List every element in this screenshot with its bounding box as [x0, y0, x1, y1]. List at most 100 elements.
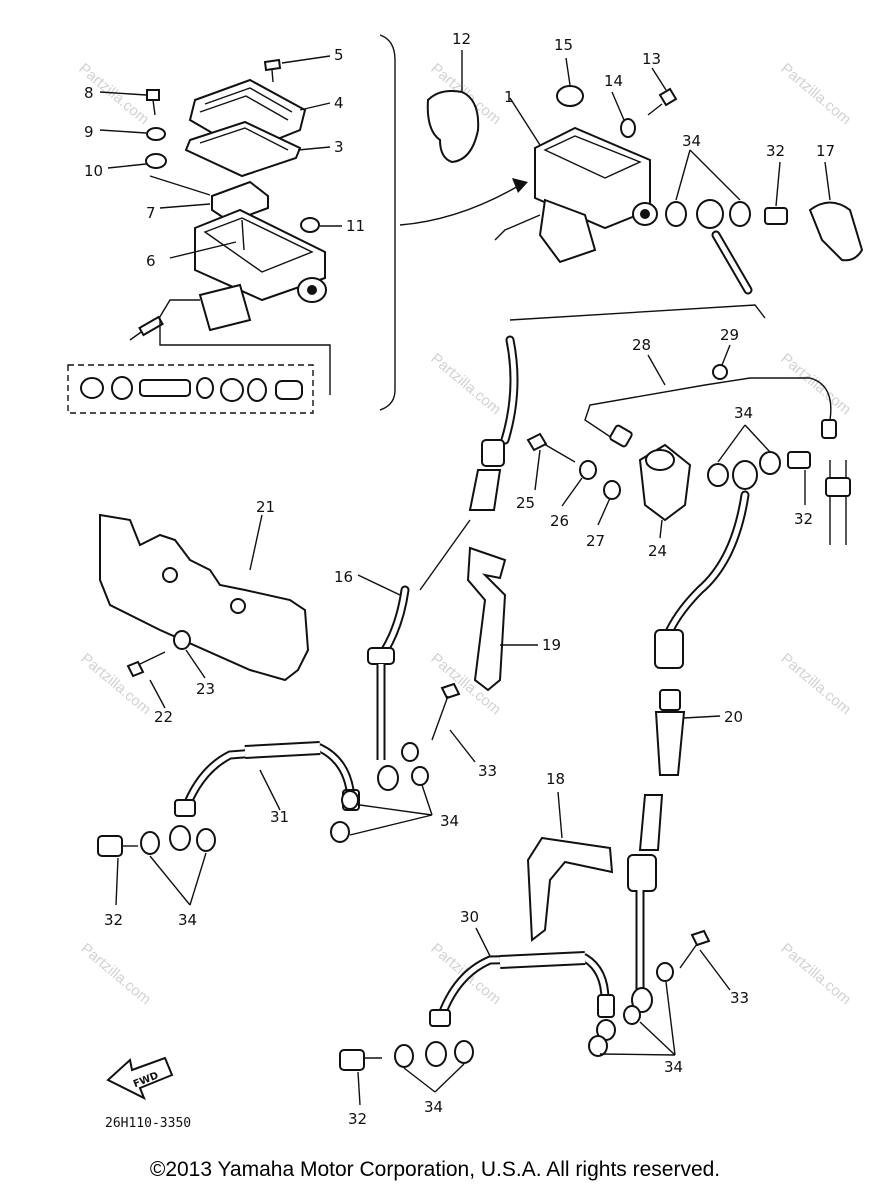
- label-32d: 32: [348, 1110, 367, 1128]
- bolt-8-shank: [152, 99, 156, 116]
- label-32c: 32: [104, 911, 123, 929]
- label-5: 5: [334, 46, 344, 64]
- label-8: 8: [84, 84, 94, 102]
- leader-33b: [699, 949, 731, 991]
- label-21: 21: [256, 498, 275, 516]
- leader-33a: [449, 729, 476, 763]
- label-11: 11: [346, 217, 365, 235]
- watermark: Partzilla.com: [777, 650, 854, 718]
- label-17: 17: [816, 142, 835, 160]
- leader-20: [683, 715, 721, 719]
- leader-25: [534, 449, 541, 491]
- watermark: Partzilla.com: [77, 650, 154, 718]
- leader-32a: [775, 161, 781, 207]
- label-34a: 34: [682, 132, 701, 150]
- leader-27: [597, 497, 611, 526]
- label-33a: 33: [478, 762, 497, 780]
- boot-17: [808, 201, 864, 262]
- label-1: 1: [504, 88, 514, 106]
- piston-rod-6: [241, 219, 245, 251]
- label-4: 4: [334, 94, 344, 112]
- leader-15: [565, 57, 571, 86]
- bracket-18: [526, 791, 614, 942]
- ring-11: [300, 217, 320, 233]
- leader-1: [509, 97, 541, 146]
- leader-17: [824, 161, 831, 201]
- bolt-13-shank: [647, 103, 663, 116]
- washer-10: [145, 153, 167, 169]
- switch-connector: [138, 315, 164, 337]
- bolt-13: [658, 87, 678, 107]
- washers-34-left: [330, 682, 476, 843]
- label-18: 18: [546, 770, 565, 788]
- fwd-arrow-icon: FWD: [106, 1056, 174, 1101]
- part-labels: 5 4 3 8 9 10 7 6 11 12 1 15 14 13 34 32 …: [84, 30, 835, 1128]
- bolt-8: [146, 89, 160, 101]
- kit-spring-seat: [220, 378, 244, 402]
- label-6: 6: [146, 252, 156, 270]
- kit-piston: [139, 379, 191, 397]
- leader-32c: [115, 857, 119, 906]
- leader-34a: [675, 149, 741, 201]
- kit-leader: [159, 318, 331, 395]
- leader-3: [297, 146, 331, 151]
- kit-seal: [80, 377, 104, 399]
- label-23: 23: [196, 680, 215, 698]
- leader-7-link: [149, 175, 211, 196]
- assembly-arrowhead: [512, 178, 528, 193]
- label-34b: 34: [734, 404, 753, 422]
- group-outline: [509, 304, 766, 321]
- label-28: 28: [632, 336, 651, 354]
- watermark: Partzilla.com: [427, 350, 504, 418]
- leader-34f: [403, 1063, 465, 1093]
- leader-24: [659, 519, 663, 539]
- watermark: Partzilla.com: [777, 350, 854, 418]
- group-bracket: [379, 34, 396, 411]
- leader-21: [249, 514, 263, 571]
- leader-13: [651, 67, 667, 91]
- leader-7: [159, 203, 211, 209]
- leader-34d: [149, 852, 207, 906]
- leader-6: [169, 241, 237, 259]
- washers-34-mid: [707, 424, 851, 545]
- label-15: 15: [554, 36, 573, 54]
- label-14: 14: [604, 72, 623, 90]
- label-30: 30: [460, 908, 479, 926]
- brake-hose-20: [627, 490, 750, 1013]
- nut-9: [146, 127, 166, 141]
- union-bolt-32: [764, 207, 788, 225]
- leader-14: [611, 91, 625, 121]
- label-34c: 34: [440, 812, 459, 830]
- leader-4: [299, 102, 331, 111]
- parts-diagram: Partzilla.com Partzilla.com Partzilla.co…: [67, 30, 864, 1131]
- label-27: 27: [586, 532, 605, 550]
- label-9: 9: [84, 123, 94, 141]
- bracket-19: [466, 546, 538, 692]
- label-24: 24: [648, 542, 667, 560]
- master-cylinder-exploded: [67, 34, 396, 414]
- leader-34e: [599, 981, 676, 1056]
- leader-18: [557, 791, 563, 839]
- switch-wire: [129, 299, 200, 341]
- leader-34c: [349, 784, 433, 836]
- assembly-arrow: [399, 184, 521, 226]
- kit-spring: [275, 380, 303, 400]
- repair-kit-box: [67, 364, 314, 414]
- plate-7: [211, 180, 269, 224]
- label-3: 3: [334, 138, 344, 156]
- diaphragm-inner: [199, 127, 289, 151]
- joint-24: [638, 443, 692, 539]
- master-cylinder-assembly-1: [494, 57, 864, 321]
- kit-cup-2: [196, 377, 214, 399]
- watermark: Partzilla.com: [777, 940, 854, 1008]
- label-20: 20: [724, 708, 743, 726]
- bolt-22-washer-23: [126, 630, 206, 709]
- copyright-notice: ©2013 Yamaha Motor Corporation, U.S.A. A…: [149, 1158, 721, 1181]
- label-26: 26: [550, 512, 569, 530]
- kit-washer: [247, 378, 267, 402]
- washer-34: [665, 201, 687, 227]
- leader-26: [561, 477, 583, 507]
- master-cylinder-body: [194, 208, 326, 302]
- diaphragm-3: [184, 120, 302, 178]
- leader-28: [647, 354, 666, 386]
